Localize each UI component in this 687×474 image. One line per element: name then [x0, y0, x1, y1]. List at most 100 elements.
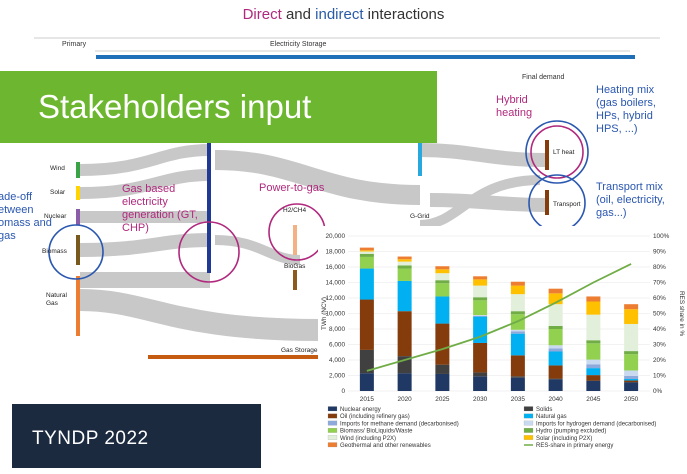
- y2-tick-label: 60%: [653, 295, 666, 302]
- elec-gen-bar: [207, 140, 211, 273]
- y2-tick-label: 10%: [653, 373, 666, 380]
- y-tick-label: 16,000: [325, 264, 345, 271]
- bar-segment: [549, 329, 563, 345]
- legend-swatch: [524, 428, 533, 433]
- bar-segment: [624, 379, 638, 381]
- bar-segment: [398, 281, 412, 311]
- legend-label: Geothermal and other renewables: [340, 443, 431, 449]
- tyndp-logo: TYNDP 2022: [12, 404, 261, 468]
- bar-segment: [624, 370, 638, 375]
- bar-segment: [435, 280, 449, 283]
- bar-segment: [586, 296, 600, 301]
- bar-segment: [549, 365, 563, 378]
- bar-segment: [624, 382, 638, 391]
- bar-segment: [398, 269, 412, 281]
- gas-based-line-1: Gas based: [122, 183, 198, 196]
- bar-segment: [511, 331, 525, 333]
- tradeoff-line-4: gas: [0, 230, 52, 243]
- bar-segment: [398, 259, 412, 261]
- heating-mix-line-4: HPS, ...): [596, 123, 656, 136]
- bar-segment: [624, 376, 638, 379]
- legend-swatch: [524, 407, 533, 412]
- bar-segment: [511, 311, 525, 314]
- gas-source-bar: [76, 276, 80, 336]
- x-tick-label: 2050: [624, 396, 639, 403]
- biogas-bar: [293, 270, 297, 290]
- bar-segment: [586, 340, 600, 343]
- bar-segment: [398, 265, 412, 268]
- bar-segment: [511, 286, 525, 295]
- legend-label: Solar (including P2X): [536, 436, 592, 442]
- tradeoff-line-3: omass and: [0, 217, 52, 230]
- y2-tick-label: 40%: [653, 326, 666, 333]
- bar-segment: [473, 343, 487, 372]
- heating-mix-line-3: HPs, hybrid: [596, 110, 656, 123]
- transport-mix-line-2: (oil, electricity,: [596, 194, 665, 207]
- legend-swatch: [328, 407, 337, 412]
- biomass-bar: [76, 235, 80, 265]
- bar-segment: [360, 300, 374, 350]
- h2-bar: [293, 225, 297, 255]
- node-lt-heat: LT heat: [553, 149, 574, 156]
- hybrid-heating-label: Hybrid heating: [496, 94, 532, 120]
- bar-segment: [435, 283, 449, 296]
- bar-segment: [473, 279, 487, 285]
- header-storage: Electricity Storage: [270, 41, 326, 48]
- x-tick-label: 2025: [435, 396, 450, 403]
- y2-tick-label: 90%: [653, 249, 666, 256]
- source-biomass: Biomass: [42, 248, 67, 255]
- bar-segment: [360, 252, 374, 254]
- legend-swatch: [328, 443, 337, 448]
- y-tick-label: 6,000: [329, 342, 345, 349]
- legend-label: Wind (including P2X): [340, 436, 396, 442]
- hybrid-line-2: heating: [496, 107, 532, 120]
- bar-segment: [511, 334, 525, 356]
- energy-chart: 02,0004,0006,0008,00010,00012,00014,0001…: [318, 226, 687, 468]
- x-tick-label: 2030: [473, 396, 488, 403]
- bar-segment: [549, 379, 563, 391]
- transport-mix-label: Transport mix (oil, electricity, gas...): [596, 181, 665, 220]
- bar-segment: [511, 376, 525, 378]
- bar-segment: [624, 309, 638, 324]
- legend-swatch: [328, 414, 337, 419]
- legend-label: Hydro (pumping excluded): [536, 429, 606, 435]
- bar-segment: [549, 289, 563, 294]
- gas-based-line-4: CHP): [122, 222, 198, 235]
- header-primary: Primary: [62, 41, 86, 48]
- heating-mix-line-1: Heating mix: [596, 84, 656, 97]
- y2-tick-label: 0%: [653, 388, 663, 395]
- flow-p2g: [215, 240, 300, 260]
- bar-segment: [624, 354, 638, 370]
- y2-tick-label: 80%: [653, 264, 666, 271]
- tradeoff-label: ade-off etween omass and gas: [0, 191, 52, 243]
- y-axis-label: TWh (NCV): [321, 297, 328, 330]
- legend-swatch: [328, 428, 337, 433]
- bar-segment: [398, 373, 412, 391]
- bar-segment: [586, 315, 600, 341]
- y-tick-label: 2,000: [329, 373, 345, 380]
- node-transport: Transport: [553, 201, 581, 208]
- y-tick-label: 4,000: [329, 357, 345, 364]
- node-h2ch4: H2/CH4: [283, 207, 306, 214]
- bar-segment: [360, 250, 374, 251]
- bar-segment: [473, 286, 487, 298]
- y-tick-label: 20,000: [325, 233, 345, 240]
- source-solar: Solar: [50, 189, 65, 196]
- legend-swatch: [328, 421, 337, 426]
- bar-segment: [435, 273, 449, 280]
- legend-label: Natural gas: [536, 414, 567, 420]
- heating-mix-label: Heating mix (gas boilers, HPs, hybrid HP…: [596, 84, 656, 136]
- solar-bar: [76, 186, 80, 200]
- y2-axis-label: RES share in %: [678, 291, 685, 336]
- bar-segment: [398, 257, 412, 260]
- bar-segment: [549, 379, 563, 380]
- transport-mix-line-1: Transport mix: [596, 181, 665, 194]
- node-biogas: BioGas: [284, 263, 305, 270]
- x-tick-label: 2035: [511, 396, 526, 403]
- power-to-gas-label: Power-to-gas: [259, 182, 324, 195]
- y-tick-label: 8,000: [329, 326, 345, 333]
- bar-segment: [624, 304, 638, 309]
- flow-transport: [430, 200, 545, 205]
- bar-segment: [473, 372, 487, 376]
- bar-segment: [360, 254, 374, 257]
